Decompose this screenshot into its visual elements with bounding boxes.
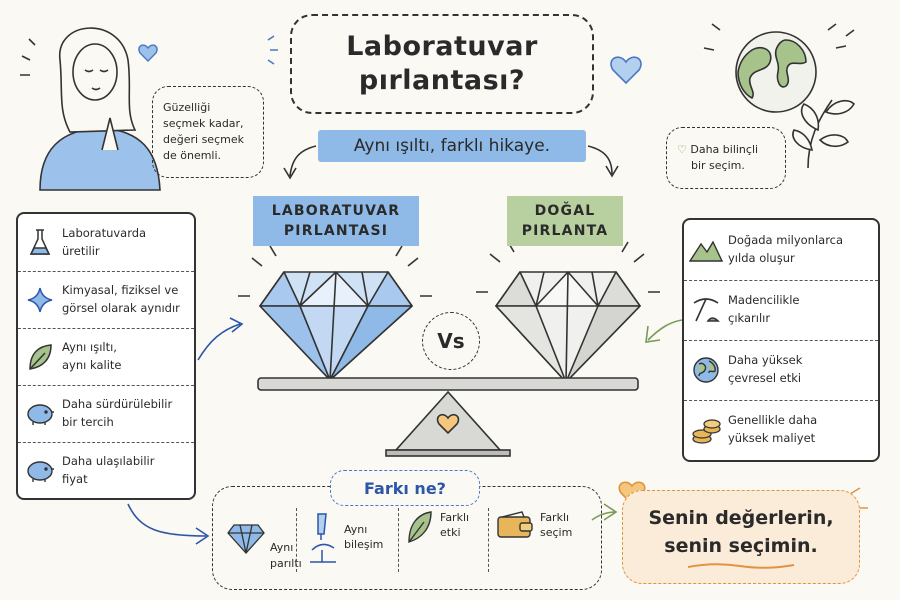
quote-left-line: seçmek kadar,	[163, 117, 244, 131]
difference-line: bileşim	[344, 538, 384, 552]
natural-diamond	[476, 241, 660, 383]
lab-feature-line: Aynı ışıltı,	[62, 339, 117, 354]
natural-feature-line: Doğada milyonlarca	[728, 233, 844, 248]
lab-tag-line-1: LABORATUVAR	[271, 202, 401, 219]
lab-feature-line: Daha sürdürülebilir	[62, 396, 173, 411]
list-item: Kimyasal, fiziksel ve görsel olarak aynıd…	[18, 271, 194, 329]
natural-feature-line: yılda oluşur	[728, 251, 795, 265]
natural-tag-line-2: PIRLANTA	[521, 223, 609, 239]
lab-feature-line: görsel olarak aynıdır	[62, 300, 180, 315]
mountain-icon	[684, 238, 728, 262]
quote-left-line: de önemli.	[163, 148, 222, 162]
diamond-icon	[226, 521, 266, 560]
flask-icon	[18, 228, 62, 258]
natural-diamond-tag: DOĞAL PIRLANTA	[507, 196, 623, 246]
subtitle: Aynı ışıltı, farklı hikaye.	[318, 130, 586, 162]
arrow-to-difference	[127, 503, 210, 545]
arrow-left	[283, 145, 317, 180]
natural-tag-line-1: DOĞAL	[534, 202, 596, 219]
piggy-bank-icon	[18, 459, 62, 483]
lab-diamond-tag: LABORATUVAR PIRLANTASI	[253, 196, 419, 246]
quote-right-text: Daha bilinçli	[690, 143, 759, 157]
list-item: Daha ulaşılabilir fiyat	[18, 442, 194, 499]
difference-line: Farklı	[540, 510, 570, 524]
list-item: Doğada milyonlarca yılda oluşur	[684, 220, 878, 281]
heart-icon	[138, 44, 158, 62]
arrow-to-values	[591, 503, 618, 521]
difference-line: seçim	[540, 526, 573, 540]
lab-feature-line: fiyat	[62, 471, 88, 486]
balance-scale	[257, 377, 639, 457]
list-item: Madencilikle çıkarılır	[684, 280, 878, 341]
title-line-1: Laboratuvar	[346, 31, 538, 63]
divider	[488, 508, 489, 572]
divider	[398, 508, 399, 572]
natural-features-panel: Doğada milyonlarca yılda oluşur Madencili…	[682, 218, 880, 462]
difference-line: etki	[440, 526, 461, 540]
values-line-1: Senin değerlerin,	[648, 506, 834, 529]
lab-diamond	[238, 245, 432, 381]
difference-line: parıltı	[270, 556, 302, 570]
values-line-2: senin seçimin.	[664, 535, 818, 557]
difference-item: Farklı etki	[406, 510, 469, 549]
coins-icon	[684, 415, 728, 445]
difference-item: Aynı parıltı	[226, 510, 302, 572]
difference-title: Farkı ne?	[330, 470, 480, 506]
globe-icon	[684, 355, 728, 385]
quote-bubble-right: ♡ Daha bilinçli bir seçim.	[666, 127, 786, 189]
lab-tag-line-2: PIRLANTASI	[283, 223, 389, 239]
difference-line: Aynı	[344, 522, 368, 536]
natural-feature-line: çıkarılır	[728, 311, 771, 325]
natural-feature-line: Madencilikle	[728, 293, 800, 308]
list-item: Laboratuvarda üretilir	[18, 214, 194, 272]
lab-feature-line: bir tercih	[62, 414, 114, 429]
natural-feature-line: Daha yüksek	[728, 353, 803, 368]
lab-feature-line: aynı kalite	[62, 357, 122, 372]
lab-feature-line: Daha ulaşılabilir	[62, 453, 155, 468]
globe-icon	[703, 23, 856, 169]
vs-badge: Vs	[422, 312, 480, 370]
heart-icon	[436, 413, 460, 435]
list-item: Genellikle daha yüksek maliyet	[684, 400, 878, 460]
difference-item: Farklı seçim	[496, 510, 572, 545]
pickaxe-icon	[684, 295, 728, 325]
natural-feature-line: yüksek maliyet	[728, 431, 816, 445]
sparkle-icon	[267, 35, 278, 65]
difference-item: Aynı bileşim	[304, 510, 383, 571]
divider	[296, 508, 297, 572]
lab-feature-line: Laboratuvarda	[62, 225, 147, 240]
wallet-icon	[496, 510, 534, 545]
leaf-icon	[18, 343, 62, 371]
list-item: Daha sürdürülebilir bir tercih	[18, 385, 194, 443]
lab-feature-line: Kimyasal, fiziksel ve	[62, 282, 179, 297]
arrow-to-natural	[645, 319, 683, 343]
heart-icon	[610, 56, 642, 85]
quote-left-line: değeri seçmek	[163, 133, 244, 146]
lab-feature-line: üretilir	[62, 243, 100, 258]
values-message-box: Senin değerlerin, senin seçimin.	[622, 490, 860, 584]
quote-left-line: Güzelliği	[163, 101, 211, 115]
list-item: Daha yüksek çevresel etki	[684, 340, 878, 401]
heart-icon: ♡	[677, 143, 691, 157]
piggy-bank-icon	[18, 402, 62, 426]
woman-illustration	[20, 27, 161, 191]
arrow-right	[587, 145, 619, 178]
natural-feature-line: Genellikle daha	[728, 413, 818, 428]
natural-feature-line: çevresel etki	[728, 371, 802, 385]
difference-line: Aynı	[270, 541, 294, 554]
leaf-icon	[406, 510, 434, 549]
quote-bubble-left: Güzelliği seçmek kadar, değeri seçmek de…	[152, 86, 264, 178]
quote-right-line: bir seçim.	[691, 159, 745, 172]
difference-line: Farklı	[440, 510, 470, 524]
sparkle-icon	[18, 287, 62, 313]
lab-features-panel: Laboratuvarda üretilir Kimyasal, fiziksel…	[16, 212, 196, 500]
list-item: Aynı ışıltı, aynı kalite	[18, 328, 194, 386]
title-line-2: pırlantası?	[358, 65, 526, 96]
arrow-to-lab	[197, 317, 244, 361]
microscope-icon	[304, 510, 340, 571]
quote-right-line: ♡ Daha bilinçli	[677, 142, 775, 158]
title-box: Laboratuvar pırlantası?	[290, 14, 594, 114]
underline-squiggle	[687, 562, 795, 569]
